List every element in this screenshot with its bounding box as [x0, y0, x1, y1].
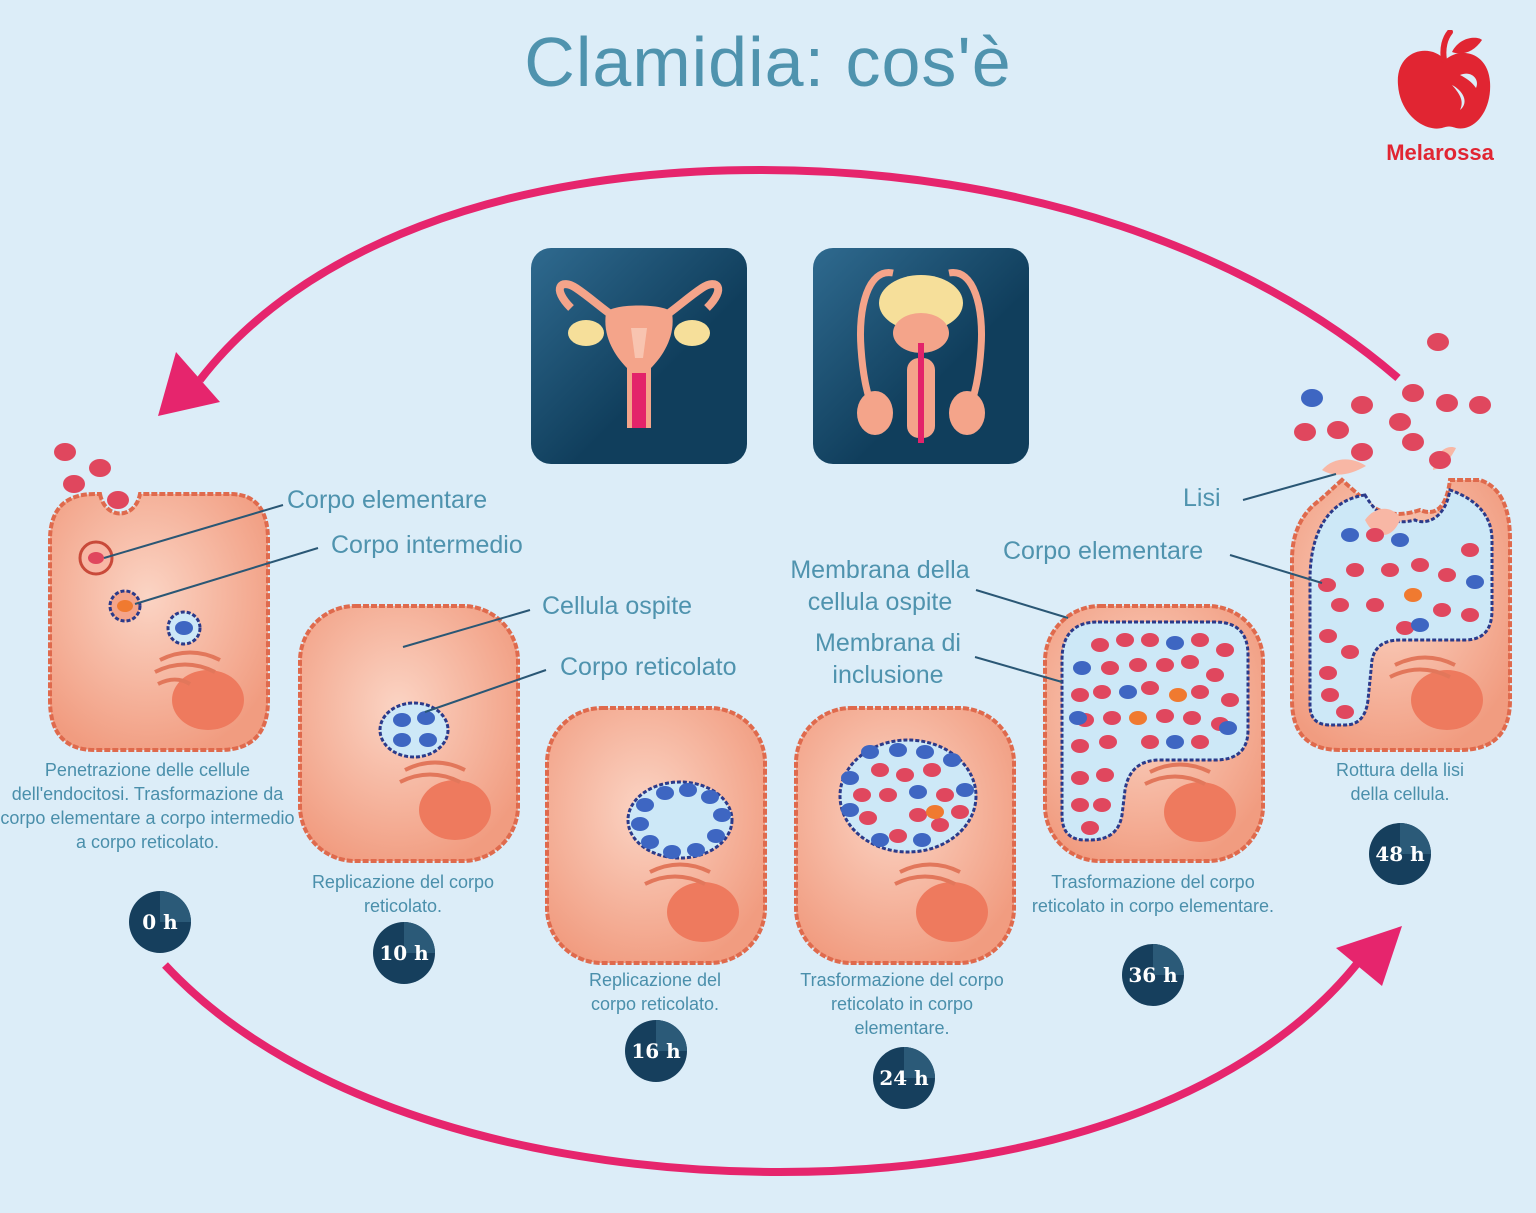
- male-reproductive-icon: [857, 269, 985, 443]
- brand-name: Melarossa: [1386, 140, 1494, 165]
- caption-stage-48h: Rottura della lisi della cellula.: [1335, 760, 1465, 804]
- time-badge-10h: 10 h: [373, 922, 435, 984]
- label-corpo-elementare-right: Corpo elementare: [1003, 537, 1204, 565]
- female-organ-tile: [531, 248, 747, 464]
- time-badge-24h: 24 h: [873, 1047, 935, 1109]
- cell-stage-36h: [1043, 604, 1265, 863]
- caption-stage-16h: Replicazione del corpo reticolato.: [588, 970, 722, 1014]
- time-badge-16h: 16 h: [625, 1020, 687, 1082]
- caption-stage-24h: Trasformazione del corpo reticolato in c…: [800, 970, 1004, 1038]
- cell-stage-10h: [298, 604, 520, 863]
- arrow-head-top: [158, 352, 220, 416]
- cell-stage-48h: [1290, 446, 1512, 752]
- page-title: Clamidia: cos'è: [524, 23, 1012, 101]
- time-badge-0h: 0 h: [129, 891, 191, 953]
- cell-stage-0h: [48, 492, 270, 752]
- label-corpo-elementare-left: Corpo elementare: [287, 486, 488, 514]
- leader-lines: [103, 473, 1337, 713]
- label-membrana-inclusione-1: Membrana di: [815, 629, 961, 657]
- caption-stage-36h: Trasformazione del corpo reticolato in c…: [1031, 872, 1275, 916]
- female-reproductive-icon: [555, 280, 723, 428]
- label-cellula-ospite: Cellula ospite: [542, 592, 693, 620]
- free-elementary-bodies-right: [1294, 333, 1491, 469]
- cell-stage-24h: [794, 706, 1016, 965]
- free-elementary-bodies-left: [54, 443, 129, 509]
- arrow-head-bottom: [1336, 926, 1402, 986]
- label-membrana-cellula-ospite-2: cellula ospite: [807, 588, 953, 616]
- label-lisi: Lisi: [1183, 484, 1221, 512]
- time-badge-48h: 48 h: [1369, 823, 1431, 885]
- male-organ-tile: [813, 248, 1029, 464]
- label-corpo-intermedio: Corpo intermedio: [331, 531, 523, 559]
- label-membrana-inclusione-2: inclusione: [832, 661, 944, 689]
- caption-stage-0h: Penetrazione delle cellule dell'endocito…: [0, 760, 295, 852]
- time-badge-36h: 36 h: [1122, 944, 1184, 1006]
- caption-stage-10h: Replicazione del corpo reticolato.: [311, 872, 495, 916]
- label-membrana-cellula-ospite-1: Membrana della: [790, 556, 970, 584]
- cell-stage-16h: [545, 706, 767, 965]
- label-corpo-reticolato: Corpo reticolato: [560, 653, 737, 681]
- apple-logo-icon: [1397, 30, 1491, 129]
